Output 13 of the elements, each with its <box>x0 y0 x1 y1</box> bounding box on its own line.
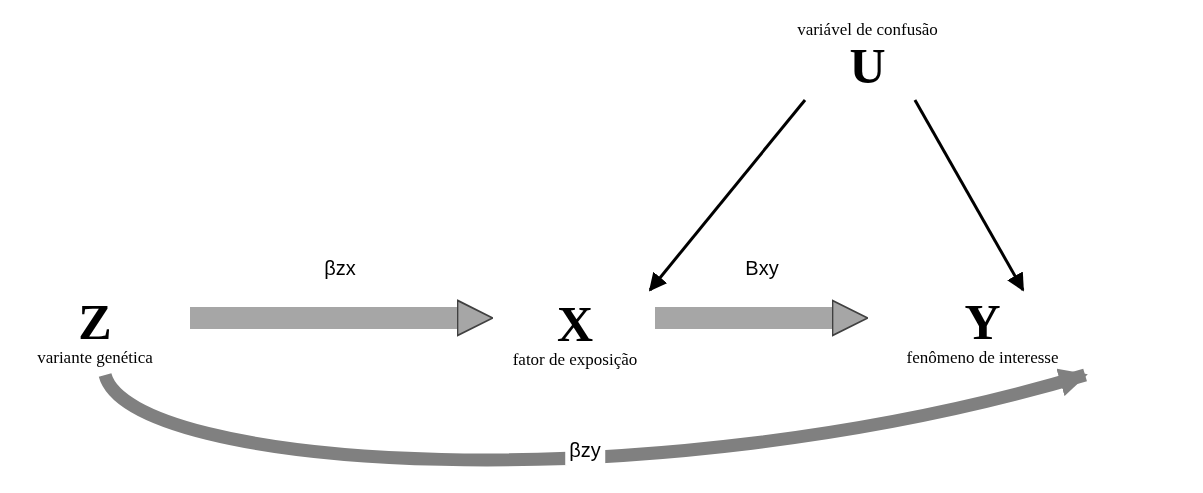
variable-letter: X <box>556 299 594 350</box>
variable-letter: Y <box>964 296 1001 347</box>
block-arrow <box>655 299 869 337</box>
block-arrow <box>190 299 494 337</box>
variable-caption: variável de confusão <box>797 19 938 41</box>
arrow <box>913 99 1025 292</box>
variable-letter: Z <box>78 296 112 347</box>
arrow <box>648 99 807 292</box>
variable-letter: U <box>849 40 886 91</box>
variable-caption: variante genética <box>37 346 153 369</box>
variable-caption: fenômeno de interesse <box>906 346 1059 369</box>
variable-caption: fator de exposição <box>512 349 638 371</box>
block-arrow <box>99 367 1088 466</box>
